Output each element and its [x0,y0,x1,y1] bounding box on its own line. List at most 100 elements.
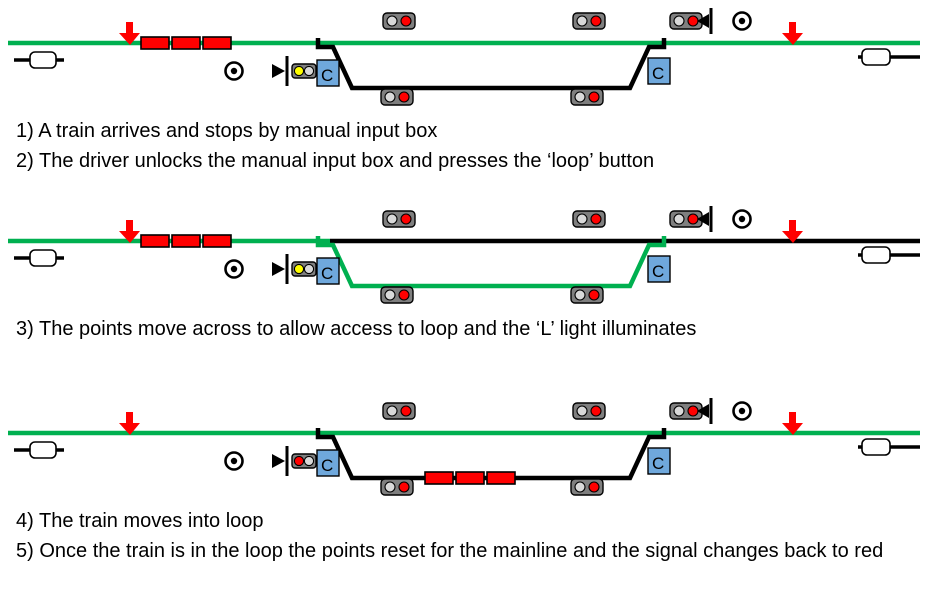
signal-lamp [303,65,315,77]
manual-input-box-left [29,249,57,267]
main-signal-1 [382,210,416,228]
train [140,234,232,248]
signal-lamp [576,15,588,27]
main-signal-2 [572,402,606,420]
signal-lamp [303,263,315,275]
diagram-step-2: C C [8,206,920,304]
circle-dot-marker-right-icon [732,209,752,229]
signal-lamp [588,289,600,301]
right-end-stub [858,246,920,264]
signal-lamp [386,15,398,27]
right-end-stub [858,48,920,66]
train-car [171,36,201,50]
signal-lamp [400,213,412,225]
signal-lamp [588,481,600,493]
stop-bar-marker-left-icon [272,254,289,284]
red-arrow-left-icon [119,412,140,435]
loop-track [315,38,667,91]
signal-lamp [673,213,685,225]
red-arrow-right-icon [782,412,803,435]
signal-lamp [400,405,412,417]
left-end-stub [14,249,64,267]
signal-lamp [384,289,396,301]
signal-lamp [574,289,586,301]
train-car [486,471,516,485]
caption-step-4: 4) The train moves into loop [16,510,264,532]
caption-step-3-text: 3) The points move across to allow acces… [16,318,697,340]
signal-lamp [576,213,588,225]
right-end-stub [858,438,920,456]
c-box-left: C [316,257,340,285]
c-box-label: C [321,264,333,283]
stop-bar-marker-right-icon [697,206,713,232]
train-car [140,36,170,50]
main-signal-2 [572,12,606,30]
c-box-right: C [647,255,671,283]
signal-lamp [673,15,685,27]
signal-lamp [687,15,699,27]
c-box-left: C [316,449,340,477]
signal-lamp [590,213,602,225]
stop-bar-marker-right-icon [697,8,713,34]
red-arrow-left-icon [119,220,140,243]
signal-lamp [398,289,410,301]
signal-lamp [293,455,305,467]
manual-input-box-left [29,51,57,69]
c-box-label: C [652,64,664,83]
signal-lamp [590,15,602,27]
signal-lamp [574,91,586,103]
main-signal-1 [382,402,416,420]
red-arrow-right-icon [782,220,803,243]
ground-signal [291,453,317,469]
caption-step-5: 5) Once the train is in the loop the poi… [16,540,884,562]
signal-lamp [384,481,396,493]
loop-signal-1 [380,286,414,304]
signal-lamp [590,405,602,417]
main-signal-3 [669,12,703,30]
loop-track [315,428,667,481]
loop-signal-2 [570,88,604,106]
signal-lamp [576,405,588,417]
signal-lamp [293,263,305,275]
signal-lamp [386,213,398,225]
train-car [424,471,454,485]
signal-lamp [687,213,699,225]
manual-input-box-right [861,246,891,264]
signal-lamp [303,455,315,467]
circle-dot-marker-left-icon [224,259,244,279]
c-box-right: C [647,447,671,475]
caption-steps-1-2: 1) A train arrives and stops by manual i… [0,112,928,176]
c-box-label: C [652,262,664,281]
stop-bar-marker-right-icon [697,398,713,424]
loop-signal-1 [380,88,414,106]
signal-lamp [588,91,600,103]
signal-lamp [398,91,410,103]
ground-signal [291,261,317,277]
train-car [455,471,485,485]
circle-dot-marker-left-icon [224,451,244,471]
ground-signal [291,63,317,79]
signal-lamp [293,65,305,77]
train-car [202,36,232,50]
diagram-step-3: C C [8,398,920,496]
main-signal-1 [382,12,416,30]
signal-lamp [400,15,412,27]
circle-dot-marker-right-icon [732,11,752,31]
caption-step-3: 3) The points move across to allow acces… [0,310,928,344]
circle-dot-marker-right-icon [732,401,752,421]
c-box-left: C [316,59,340,87]
signal-lamp [386,405,398,417]
signal-lamp [673,405,685,417]
train [424,471,516,485]
manual-input-box-right [861,48,891,66]
left-end-stub [14,441,64,459]
train-car [140,234,170,248]
loop-signal-2 [570,478,604,496]
main-signal-3 [669,210,703,228]
manual-input-box-left [29,441,57,459]
train [140,36,232,50]
train-car [202,234,232,248]
signal-lamp [384,91,396,103]
stop-bar-marker-left-icon [272,56,289,86]
